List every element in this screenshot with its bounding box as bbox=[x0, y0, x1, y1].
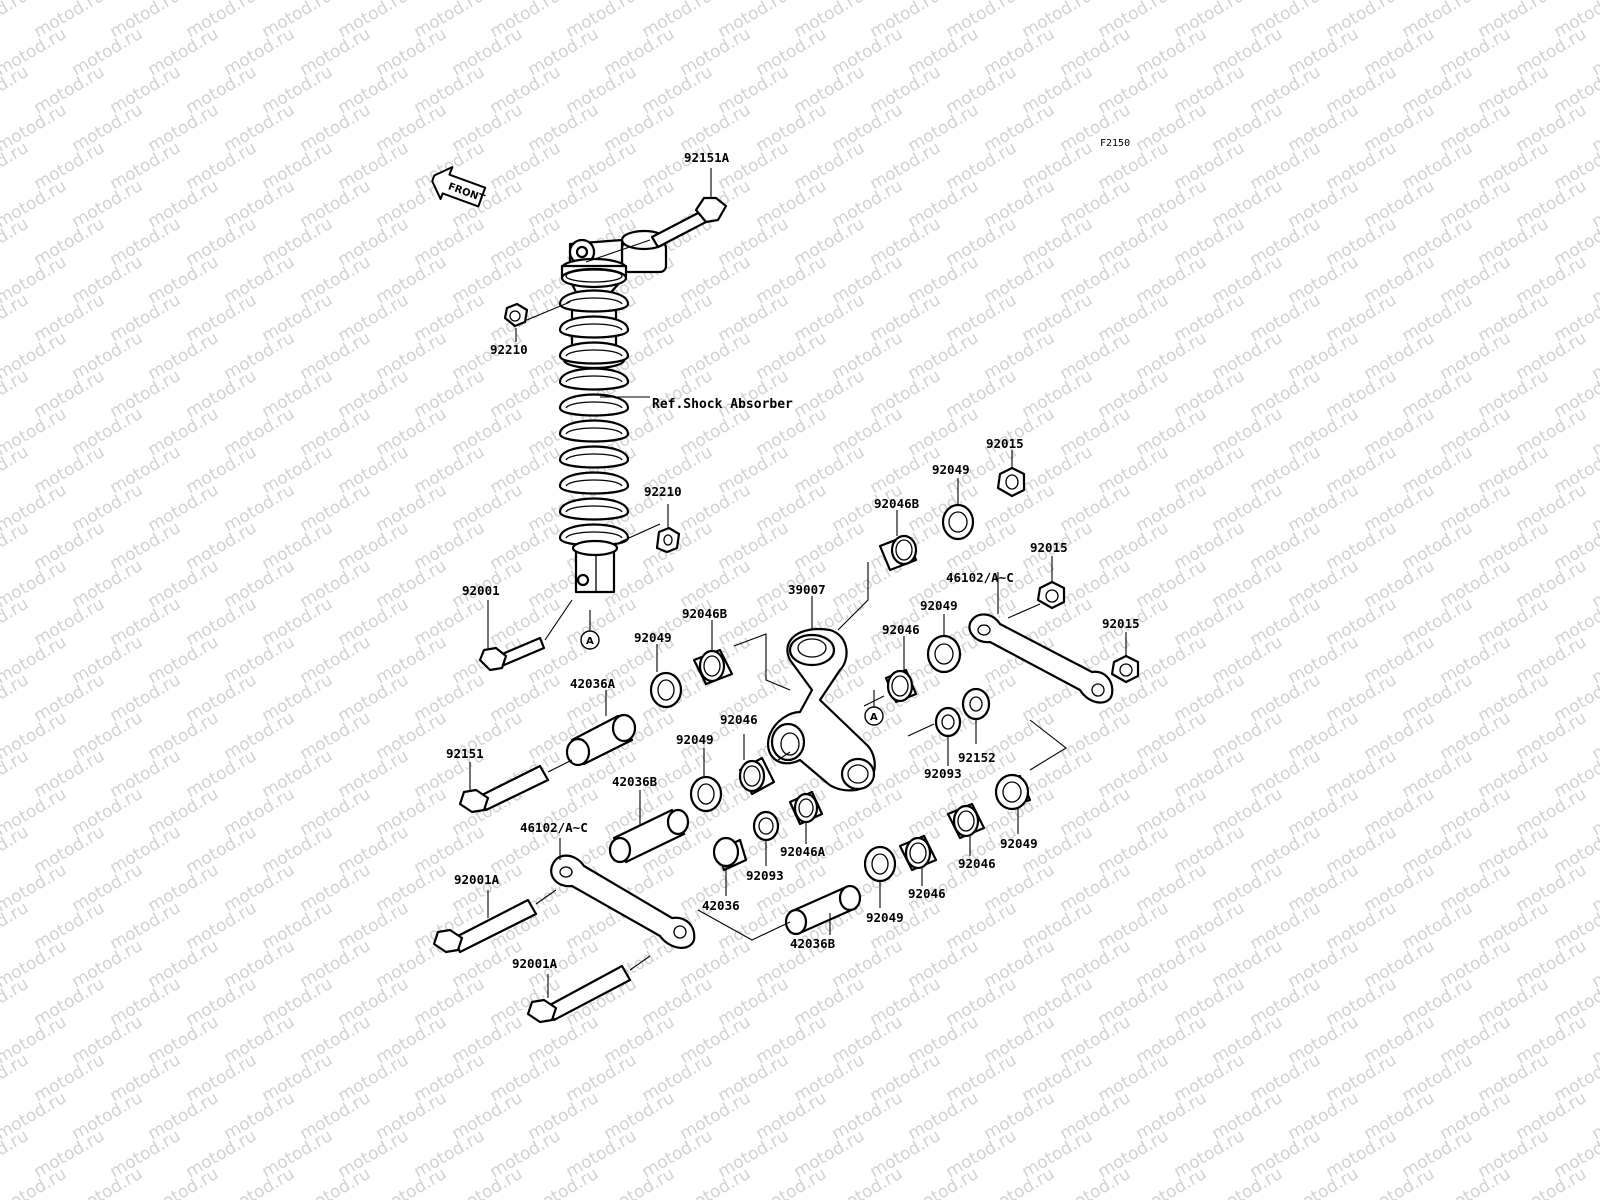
watermark-text: motod.ru bbox=[1589, 556, 1600, 612]
label-92046-mid: 92046 bbox=[882, 622, 920, 637]
label-92046-lower-right: 92046 bbox=[958, 856, 996, 871]
label-92046A: 92046A bbox=[780, 844, 826, 859]
watermark-text: motod.ru bbox=[1589, 860, 1600, 916]
label-42036B-upper: 42036B bbox=[612, 774, 658, 789]
label-92046-left-mid: 92046 bbox=[720, 712, 758, 727]
watermark-text: motod.ru bbox=[1589, 1164, 1600, 1200]
watermark-text: motod.ru bbox=[1589, 1088, 1600, 1144]
label-92015-a: 92015 bbox=[986, 436, 1024, 451]
watermark-text: motod.ru bbox=[0, 0, 32, 42]
watermark-text: motod.ru bbox=[677, 1164, 755, 1200]
watermark-text: motod.ru bbox=[1589, 632, 1600, 688]
label-92049-lower-right: 92049 bbox=[1000, 836, 1038, 851]
label-92015-b: 92015 bbox=[1030, 540, 1068, 555]
watermark-text: motod.ru bbox=[905, 1164, 983, 1200]
watermark-text: motod.ru bbox=[1589, 100, 1600, 156]
watermark-text: motod.ru bbox=[829, 1164, 907, 1200]
label-92001A-lower: 92001A bbox=[512, 956, 558, 971]
watermark-text: motod.ru bbox=[297, 1164, 375, 1200]
label-92049-left-mid: 92049 bbox=[676, 732, 714, 747]
label-92001A-upper: 92001A bbox=[454, 872, 500, 887]
label-42036A: 42036A bbox=[570, 676, 616, 691]
svg-text:A: A bbox=[586, 636, 594, 647]
marker-a-1: A bbox=[580, 630, 600, 650]
watermark-text: motod.ru bbox=[145, 1164, 223, 1200]
watermark-text: motod.ru bbox=[69, 1164, 147, 1200]
label-92152: 92152 bbox=[958, 750, 996, 765]
watermark-text: motod.ru bbox=[1589, 1012, 1600, 1068]
label-92151: 92151 bbox=[446, 746, 484, 761]
washer-92049-mid-right bbox=[926, 614, 962, 674]
watermark-text: motod.ru bbox=[1285, 1164, 1363, 1200]
watermark-text: motod.ru bbox=[525, 1164, 603, 1200]
watermark-text: motod.ru bbox=[1361, 1164, 1439, 1200]
watermark-text: motod.ru bbox=[1589, 176, 1600, 232]
watermark-text: motod.ru bbox=[221, 1164, 299, 1200]
watermark-text: motod.ru bbox=[373, 1164, 451, 1200]
figure-code: F2150 bbox=[1100, 138, 1130, 149]
label-92151A: 92151A bbox=[684, 150, 730, 165]
watermark-text: motod.ru bbox=[1589, 708, 1600, 764]
nut-92210-low bbox=[655, 504, 681, 554]
watermark-text: motod.ru bbox=[1209, 1164, 1287, 1200]
label-92093-right: 92093 bbox=[924, 766, 962, 781]
watermark-text: motod.ru bbox=[1133, 1164, 1211, 1200]
label-92049-upper: 92049 bbox=[932, 462, 970, 477]
washer-92049-lower-mid bbox=[863, 845, 897, 908]
label-42036B-lower: 42036B bbox=[790, 936, 836, 951]
watermark-text: motod.ru bbox=[1589, 480, 1600, 536]
watermark-text: motod.ru bbox=[1589, 404, 1600, 460]
label-92210-low: 92210 bbox=[644, 484, 682, 499]
watermark-text: motod.ru bbox=[1589, 252, 1600, 308]
label-92046B-upper: 92046B bbox=[874, 496, 920, 511]
label-92049-left: 92049 bbox=[634, 630, 672, 645]
label-92015-c: 92015 bbox=[1102, 616, 1140, 631]
label-92046-lower-mid: 92046 bbox=[908, 886, 946, 901]
watermark-text: motod.ru bbox=[449, 1164, 527, 1200]
ref-shock-absorber: Ref.Shock Absorber bbox=[652, 397, 793, 412]
svg-text:A: A bbox=[870, 712, 878, 723]
watermark-text: motod.ru bbox=[1513, 1164, 1591, 1200]
label-92049-lower-mid: 92049 bbox=[866, 910, 904, 925]
label-46102-upper: 46102/A~C bbox=[946, 570, 1014, 585]
label-92093-left: 92093 bbox=[746, 868, 784, 883]
label-92210-top: 92210 bbox=[490, 342, 528, 357]
label-46102-lower: 46102/A~C bbox=[520, 820, 588, 835]
watermark-text: motod.ru bbox=[601, 1164, 679, 1200]
watermark-text: motod.ru bbox=[1589, 936, 1600, 992]
watermark-text: motod.ru bbox=[1589, 24, 1600, 80]
watermark-text: motod.ru bbox=[981, 1164, 1059, 1200]
watermark-text: motod.ru bbox=[1437, 1164, 1515, 1200]
label-92001: 92001 bbox=[462, 583, 500, 598]
label-92049-mid-right: 92049 bbox=[920, 598, 958, 613]
label-39007: 39007 bbox=[788, 582, 826, 597]
label-92046B-left: 92046B bbox=[682, 606, 728, 621]
watermark-text: motod.ru bbox=[1057, 1164, 1135, 1200]
watermark-text: motod.ru bbox=[1589, 784, 1600, 840]
watermark-text: motod.ru bbox=[753, 1164, 831, 1200]
label-42036: 42036 bbox=[702, 898, 740, 913]
watermark-text: motod.ru bbox=[1589, 328, 1600, 384]
